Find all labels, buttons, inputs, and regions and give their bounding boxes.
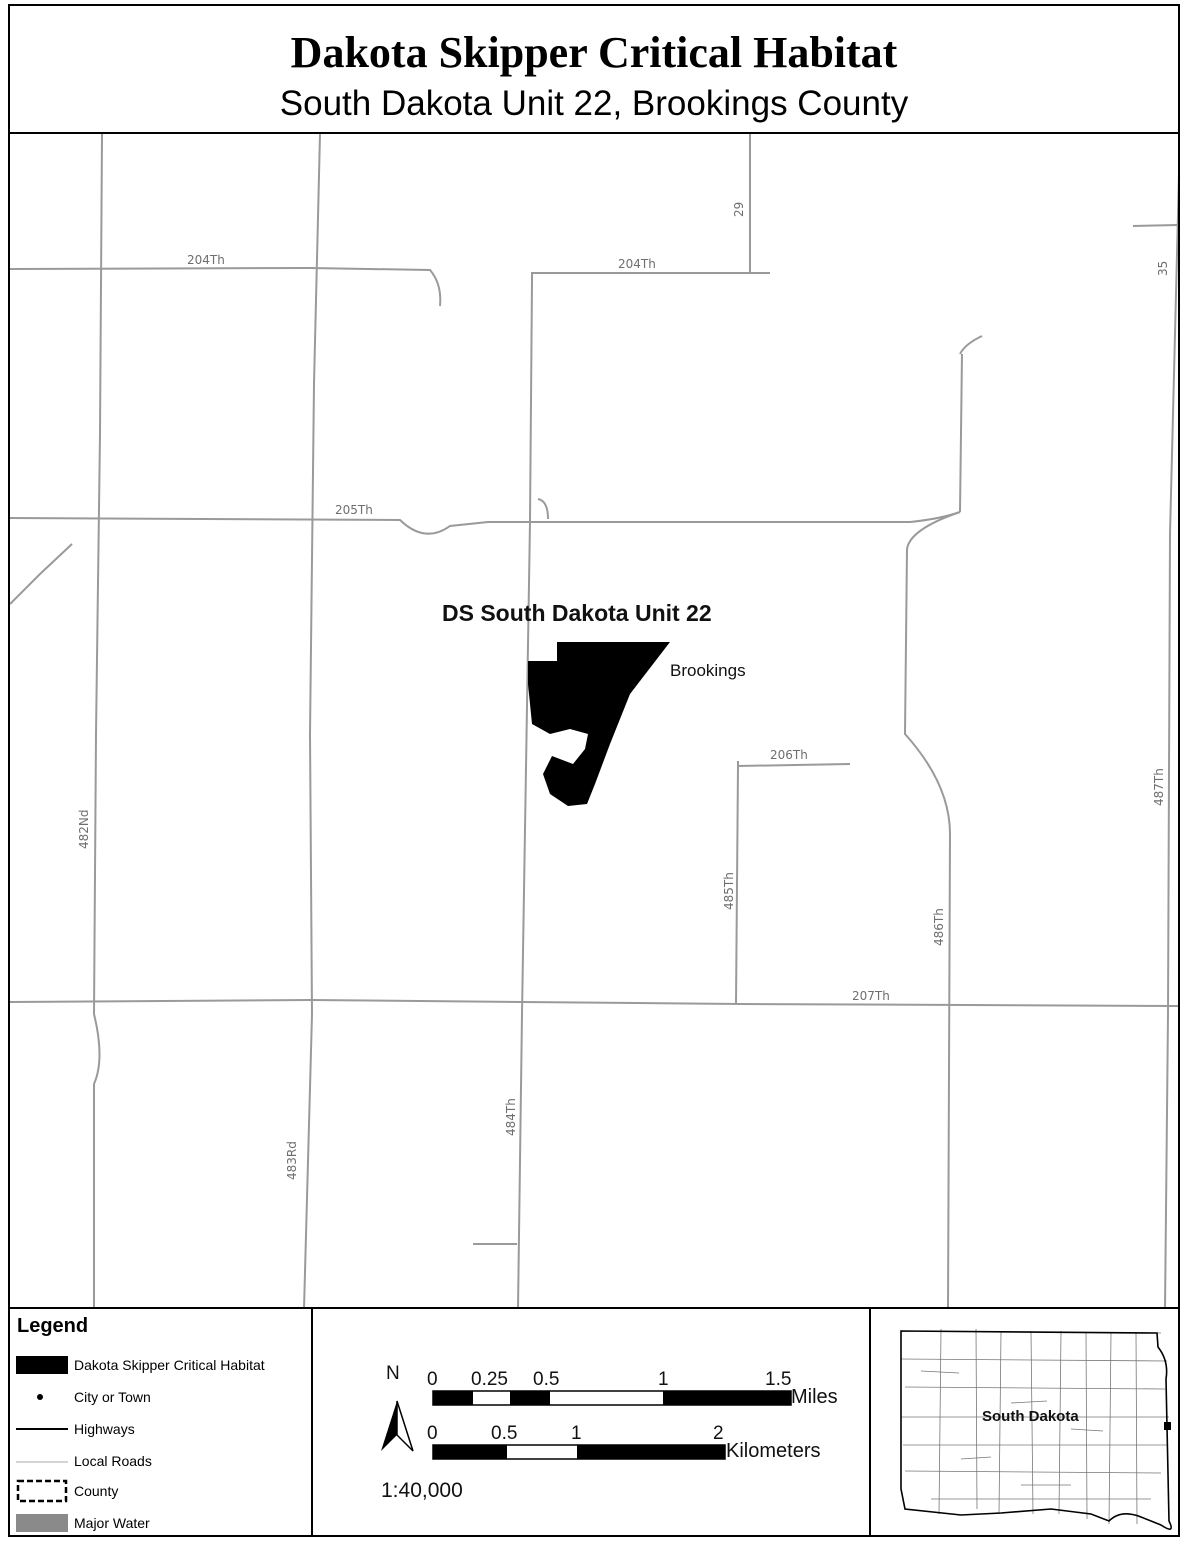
legend-item-habitat: Dakota Skipper Critical Habitat	[14, 1353, 310, 1377]
road-482nd	[92, 134, 103, 1309]
miles-tick-0: 0	[427, 1369, 438, 1390]
dot-icon	[37, 1394, 43, 1400]
city-label: Brookings	[670, 661, 746, 680]
north-arrow-icon	[381, 1400, 414, 1452]
kilometers-bar	[432, 1444, 726, 1460]
legend-item-major-water: Major Water	[14, 1511, 310, 1535]
north-letter: N	[386, 1363, 400, 1384]
road-483rd	[303, 134, 321, 1309]
road-label-35: 35	[1156, 261, 1170, 276]
miles-tick-1: 0.25	[471, 1369, 508, 1390]
km-tick-2: 1	[571, 1423, 582, 1444]
km-tick-0: 0	[427, 1423, 438, 1444]
solid-line-icon	[16, 1428, 68, 1430]
scale-bar: N 0 0.25 0.5 1 1.5 Miles	[381, 1363, 838, 1502]
road-label-483rd: 483Rd	[285, 1141, 299, 1180]
road-487th	[1164, 173, 1178, 1309]
road-label-486th: 486Th	[932, 908, 946, 946]
south-dakota-inset: South Dakota	[900, 1328, 1172, 1530]
road-484th	[517, 279, 533, 1309]
title-box: Dakota Skipper Critical Habitat South Da…	[10, 6, 1178, 134]
bottom-panel: Legend Dakota Skipper Critical Habitat C…	[10, 1307, 1178, 1535]
road-label-484th: 484Th	[504, 1098, 518, 1136]
miles-tick-3: 1	[658, 1369, 669, 1390]
legend-label: Highways	[74, 1421, 135, 1437]
road-label-204th-east: 204Th	[618, 257, 656, 271]
map-subtitle: South Dakota Unit 22, Brookings County	[279, 84, 909, 123]
road-207th	[10, 998, 1178, 1007]
thin-gray-line-icon	[16, 1461, 68, 1463]
road-label-205th: 205Th	[335, 503, 373, 517]
km-tick-3: 2	[713, 1423, 724, 1444]
road-35-stub	[1132, 224, 1178, 227]
critical-habitat-polygon[interactable]	[528, 642, 670, 806]
miles-tick-2: 0.5	[533, 1369, 559, 1390]
road-205th	[10, 511, 961, 535]
legend-title: Legend	[17, 1315, 89, 1337]
road-204th-west	[10, 266, 442, 307]
miles-tick-4: 1.5	[765, 1369, 791, 1390]
legend-item-highways: Highways	[14, 1417, 310, 1441]
road-label-485th: 485Th	[722, 872, 736, 910]
road-label-204th-west: 204Th	[187, 253, 225, 267]
miles-bar	[432, 1390, 792, 1406]
gray-box-icon	[16, 1514, 68, 1532]
map-area[interactable]: DS South Dakota Unit 22 Brookings 204Th …	[10, 134, 1178, 1309]
scale-panel: N 0 0.25 0.5 1 1.5 Miles	[313, 1309, 871, 1535]
unit-location-marker	[1164, 1422, 1171, 1430]
km-unit: Kilometers	[726, 1440, 820, 1462]
legend-label: Dakota Skipper Critical Habitat	[74, 1357, 265, 1373]
county-grid	[900, 1328, 1169, 1525]
legend-label: City or Town	[74, 1389, 151, 1405]
legend-label: Local Roads	[74, 1453, 152, 1469]
km-tick-1: 0.5	[491, 1423, 517, 1444]
scale-ratio: 1:40,000	[381, 1479, 463, 1502]
road-label-207th: 207Th	[852, 989, 890, 1003]
road-486th-north	[959, 353, 963, 513]
inset-map: South Dakota	[871, 1309, 1178, 1535]
inset-label: South Dakota	[982, 1408, 1079, 1425]
legend-item-county: County	[14, 1479, 310, 1503]
road-485th	[735, 765, 739, 1005]
legend-item-city: City or Town	[14, 1385, 310, 1409]
legend: Legend Dakota Skipper Critical Habitat C…	[10, 1309, 313, 1535]
map-frame: Dakota Skipper Critical Habitat South Da…	[8, 4, 1180, 1537]
road-map: DS South Dakota Unit 22 Brookings 204Th …	[10, 134, 1178, 1309]
state-outline	[900, 1330, 1172, 1530]
road-205th-spur	[537, 498, 549, 520]
dashed-box-icon	[16, 1479, 68, 1503]
unit-label: DS South Dakota Unit 22	[442, 600, 712, 626]
miles-unit: Miles	[791, 1386, 838, 1408]
road-label-487th: 487Th	[1152, 768, 1166, 806]
road-diagonal-west	[10, 543, 73, 605]
road-204th-east	[531, 272, 770, 280]
legend-item-local-roads: Local Roads	[14, 1449, 310, 1473]
map-title: Dakota Skipper Critical Habitat	[290, 28, 898, 77]
road-label-29: 29	[732, 202, 746, 217]
road-486th	[903, 511, 961, 1309]
legend-label: Major Water	[74, 1515, 150, 1531]
road-label-206th: 206Th	[770, 748, 808, 762]
legend-label: County	[74, 1483, 119, 1499]
filled-black-box-icon	[16, 1356, 68, 1374]
road-small-east	[959, 335, 983, 355]
road-label-482nd: 482Nd	[77, 810, 91, 850]
